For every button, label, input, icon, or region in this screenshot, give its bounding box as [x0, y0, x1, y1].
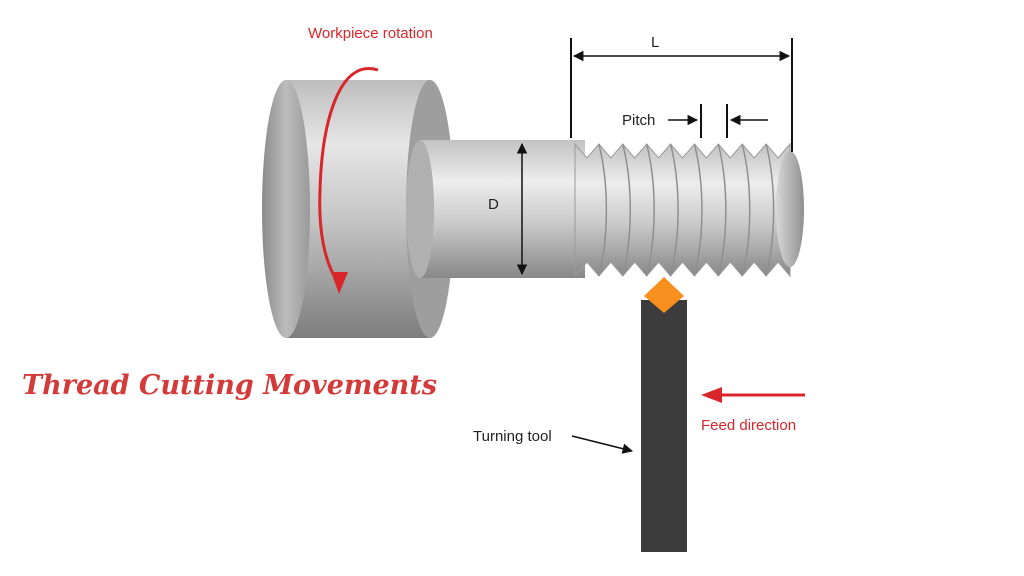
workpiece-shaft [406, 140, 585, 278]
turning-tool-label: Turning tool [473, 428, 552, 445]
workpiece-rotation-arrow [318, 67, 379, 294]
pitch-label: Pitch [622, 112, 655, 129]
thread-crest [645, 143, 655, 277]
turning-tool-pointer-arrow [571, 435, 634, 454]
thread-crest [765, 143, 775, 277]
thread-crest [741, 143, 751, 277]
threaded-section [574, 142, 804, 278]
workpiece-rotation-label: Workpiece rotation [308, 25, 433, 42]
turning-tool [641, 277, 687, 552]
pitch-dimension [668, 104, 768, 138]
thread-crest [598, 143, 608, 277]
feed-direction-label: Feed direction [701, 417, 796, 434]
length-label: L [651, 34, 659, 51]
thread-crest [622, 143, 632, 277]
diagram-title: Thread Cutting Movements [22, 370, 437, 401]
thread-crest [717, 143, 727, 277]
length-dimension [570, 38, 793, 152]
diameter-label: D [488, 196, 499, 213]
thread-crest [669, 143, 679, 277]
thread-crest [693, 143, 703, 277]
feed-direction-arrow [701, 387, 805, 403]
